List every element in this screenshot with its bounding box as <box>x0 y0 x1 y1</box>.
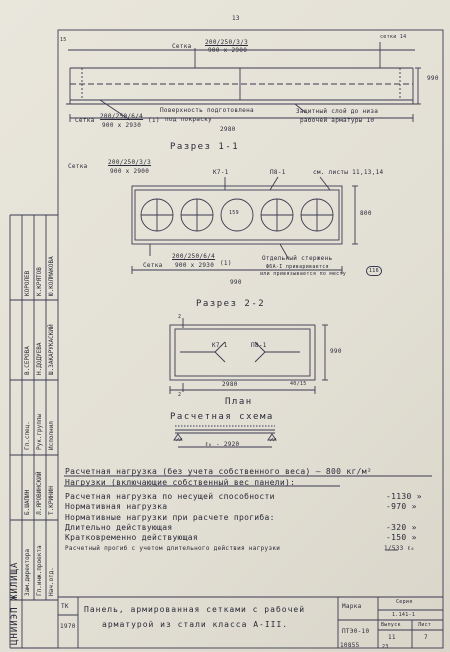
stamp-name-1: Б.ШАПИН <box>24 489 31 515</box>
description-2: арматурой из стали класса А-III. <box>102 620 289 629</box>
load-row-2-value: -970 » <box>386 502 417 511</box>
page-number: 13 <box>232 15 240 22</box>
stamp-role-6: Исполнил <box>48 421 55 450</box>
stamp-role-2: Гл.инж.проекта <box>36 545 43 596</box>
setka-left-den: 900 x 2930 <box>102 122 142 129</box>
section-1-title: Разрез 1-1 <box>170 142 240 152</box>
stamp-name-3: Т.КРИНИН <box>48 486 55 515</box>
s1-setka2-num: 200/250/6/4 <box>172 253 216 260</box>
description-1: Панель, армированная сетками с рабочей <box>84 605 306 614</box>
list-value: 7 <box>424 634 428 641</box>
dim-15: 15 <box>60 37 67 43</box>
load-row-1-label: Расчетная нагрузка по несущей способност… <box>65 492 275 501</box>
dim-990-top: 990 <box>427 75 439 82</box>
s1-tied: или привязывается по месту <box>260 271 347 277</box>
setki-top-right: сетки 14 <box>380 34 407 40</box>
load-row-1-value: -1130 » <box>386 492 422 501</box>
seriya-value: 1.141-1 <box>392 612 416 618</box>
s2-k71: К7-1 <box>212 342 228 349</box>
scheme-title: Расчетная схема <box>170 412 274 422</box>
vypusk-label: Выпуск <box>381 622 401 628</box>
load-row-4-value: -320 » <box>386 523 417 532</box>
stamp-role-1: Зам.директора <box>24 549 31 596</box>
s1-see-sheets: см. листы 11,13,14 <box>313 169 384 176</box>
load-row-5-value: -150 » <box>386 533 417 542</box>
setka-top-label: Сетка <box>172 43 192 50</box>
s2-mark-bottom: 2 <box>178 392 182 398</box>
surface-note-2: под покраску <box>165 116 212 123</box>
stamp-name-4: В.СЕРОВА <box>24 346 31 375</box>
stamp-name-6: Ш.ЗАКАРУКАСКИЙ <box>48 324 55 375</box>
s1-setka2-mark: (1) <box>220 260 232 267</box>
load-row-6-label: Расчетный прогиб с учетом длительного де… <box>65 545 281 552</box>
bottom-number: 10855 <box>340 642 360 649</box>
s2-dim-990: 990 <box>330 348 342 355</box>
stamp-role-4: Гл.спец. <box>24 421 31 450</box>
s2-dim-2980: 2980 <box>222 381 238 388</box>
protect-note-2: рабочей арматуры 10 <box>300 117 375 124</box>
setka-top-num: 200/250/3/3 <box>205 39 249 46</box>
org-name: ЦНИИЭП ЖИЛИЩА <box>10 561 20 645</box>
marka-value: ПТЭ0-10 <box>342 628 370 635</box>
surface-note-1: Поверхность подготовлена <box>160 107 254 114</box>
stamp-name-2: Л.ЯРОВИНСКИЙ <box>36 471 43 515</box>
s1-setka-den: 900 x 2900 <box>110 168 150 175</box>
year: 1970 <box>60 623 76 630</box>
s1-setka-label: Сетка <box>68 163 88 170</box>
stamp-name-8: К.КРЯТОВ <box>36 267 43 296</box>
s1-welded: Ф6А-I приваривается <box>266 264 329 270</box>
load-line-2: Нагрузки (включающие собственный вес пан… <box>65 478 296 487</box>
setka-top-den: 900 x 2900 <box>208 47 248 54</box>
s1-p81: П8-1 <box>270 169 286 176</box>
s2-mark-top: 2 <box>178 314 182 320</box>
s2-dim-40: 40/15 <box>290 381 307 387</box>
setka-left-label: Сетка <box>75 117 95 124</box>
stamp-name-7: КОРОЛЕВ <box>24 270 31 296</box>
s1-setka2-den: 900 x 2930 <box>175 262 215 269</box>
setka-left-mark: (1) <box>148 117 160 124</box>
stamp-name-5: Н.ДОДУЕВА <box>36 342 43 375</box>
load-row-3-label: Нормативные нагрузки при расчете прогиба… <box>65 513 275 522</box>
load-row-4-label: Длительно действующая <box>65 523 173 532</box>
load-row-2-label: Нормативная нагрузка <box>65 502 168 511</box>
section-2-title: Разрез 2-2 <box>196 299 266 309</box>
setka-left-num: 200/250/6/4 <box>100 113 144 120</box>
s1-setka-num: 200/250/3/3 <box>108 159 152 166</box>
bottom-small: 23 <box>382 644 389 650</box>
protect-note-1: Защитный слой до низа <box>296 108 379 115</box>
seriya-label: Серия <box>396 599 413 605</box>
scheme-span: ℓ₀ - 2920 <box>205 441 240 448</box>
stamp-name-9: Ю.КОЛМАКОВА <box>48 256 55 296</box>
s1-dim-990: 990 <box>230 279 242 286</box>
tk-label: ТК <box>61 603 69 610</box>
s1-dim-height: 800 <box>360 210 372 217</box>
dim-2980-top: 2980 <box>220 126 236 133</box>
marka-label: Марка <box>342 603 362 610</box>
s1-circle-label: 159 <box>229 210 239 216</box>
s1-setka2-label: Сетка <box>143 262 163 269</box>
s1-separate-bar: Отдельный стержень <box>262 255 333 262</box>
stamp-role-5: Рук.группы <box>36 413 43 450</box>
load-row-5-label: Кратковременно действующая <box>65 533 199 542</box>
plan-title: План <box>225 397 253 407</box>
s1-k71: К7-1 <box>213 169 229 176</box>
stamp-role-3: Нач.отд. <box>48 567 55 596</box>
s1-mark-116: 116 <box>366 266 382 276</box>
load-row-6-value: 1/533 ℓ₀ <box>384 545 415 552</box>
vypusk-value: 11 <box>388 634 396 641</box>
s2-p81: П8-1 <box>251 342 267 349</box>
load-line-1: Расчетная нагрузка (без учета собственно… <box>65 467 372 476</box>
list-label: Лист <box>418 622 432 628</box>
